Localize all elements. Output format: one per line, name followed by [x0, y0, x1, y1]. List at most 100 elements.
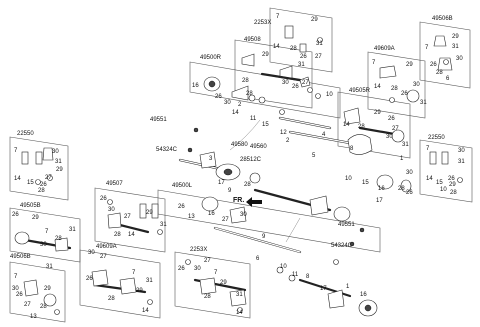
callout: 28 — [55, 236, 62, 242]
callout: 15 — [262, 122, 269, 128]
ring — [185, 259, 191, 265]
callout: 30 — [194, 266, 201, 272]
bolt-icon — [187, 147, 193, 153]
label-49551-top: 49551 — [150, 117, 167, 123]
ring — [54, 309, 60, 315]
callout: 1 — [400, 156, 404, 162]
ring — [315, 93, 321, 99]
callout: 26 — [300, 54, 307, 60]
label-49500r: 49500R — [200, 55, 222, 61]
callout: 28 — [242, 78, 249, 84]
boot-49505b — [54, 237, 69, 252]
outer-joint-49500l — [201, 196, 219, 212]
callout: 16 — [360, 292, 367, 298]
callout: 6 — [256, 256, 260, 262]
front-arrow-icon — [246, 197, 262, 207]
joint-49609a-top — [406, 89, 420, 103]
housing-right — [400, 179, 412, 193]
callout: 30 — [12, 286, 19, 292]
label-22550-right: 22550 — [428, 135, 445, 141]
joint-49505b — [14, 231, 30, 245]
callout: 27 — [45, 175, 52, 181]
callout: 13 — [188, 214, 195, 220]
callout: 10 — [326, 92, 333, 98]
callout: 29 — [406, 62, 413, 68]
bolt-icon — [349, 241, 355, 247]
ring — [276, 266, 284, 274]
callout: 30 — [240, 212, 247, 218]
callout: 7 — [276, 14, 280, 20]
kit-frame-49609a-bottom — [79, 249, 161, 319]
part-22550-right-b — [441, 151, 449, 165]
callout: 28 — [398, 186, 405, 192]
callout: 30 — [52, 149, 59, 155]
boot-2253x-top — [284, 25, 294, 39]
callout: 28 — [38, 188, 45, 194]
callout: 27 — [100, 254, 107, 260]
joint-49508-end — [299, 76, 311, 88]
callout: 27 — [124, 214, 131, 220]
callout: 27 — [204, 258, 211, 264]
callout: 30 — [88, 250, 95, 256]
callout: 29 — [32, 215, 39, 221]
callout: 28 — [391, 86, 398, 92]
callout: 15 — [362, 180, 369, 186]
callout: 30 — [386, 134, 393, 140]
ring — [279, 109, 285, 115]
boot-49609a-bottom-b — [119, 277, 137, 295]
callout: 8 — [306, 274, 310, 280]
boot-lower-center — [309, 195, 329, 216]
callout: 17 — [376, 198, 383, 204]
callout: 29 — [311, 17, 318, 23]
callout: 29 — [262, 52, 269, 58]
ring — [443, 59, 449, 65]
callout: 29 — [220, 280, 227, 286]
callout: 26 — [292, 84, 299, 90]
callout: 5 — [312, 153, 316, 159]
label-54324c-top: 54324C — [156, 147, 178, 153]
callout: 16 — [192, 83, 199, 89]
label-49507: 49507 — [106, 181, 123, 187]
callout: 7 — [14, 274, 18, 280]
rings — [35, 37, 463, 315]
callout: 11 — [292, 272, 299, 278]
clamp-2253x-top — [299, 43, 307, 53]
shaft-49507 — [118, 223, 150, 234]
callout: 31 — [46, 264, 53, 270]
callout: 7 — [425, 45, 429, 51]
callout: 7 — [426, 146, 430, 152]
label-22550-left: 22550 — [17, 131, 34, 137]
boot-bottom-right — [327, 289, 345, 309]
callout: 26 — [40, 182, 47, 188]
label-49560: 49560 — [250, 144, 267, 150]
callout: 7 — [214, 270, 218, 276]
callout: 14 — [273, 44, 280, 50]
callout: 29 — [146, 210, 153, 216]
callout: 26 — [215, 94, 222, 100]
callout: 10 — [345, 176, 352, 182]
part-22550-left-b — [35, 151, 43, 165]
joint-49506b-bottom — [43, 293, 57, 307]
ring — [107, 199, 113, 205]
callout: 31 — [452, 44, 459, 50]
joints — [14, 25, 453, 317]
callout: 29 — [452, 34, 459, 40]
ring — [457, 177, 463, 183]
kit-frame-2253x-bottom — [174, 251, 251, 319]
callout: 26 — [178, 204, 185, 210]
callout: 30 — [456, 56, 463, 62]
callout-numbers: 7 29 14 28 31 26 27 29 31 30 27 26 10 28… — [12, 14, 465, 320]
label-28512c: 28512C — [240, 157, 262, 163]
callout: 29 — [449, 182, 456, 188]
callout: 7 — [372, 60, 376, 66]
callout: 28 — [114, 232, 121, 238]
shafts — [23, 72, 402, 298]
callout: 17 — [320, 286, 327, 292]
callout: 28 — [358, 124, 365, 130]
callout: 31 — [69, 227, 76, 233]
ring — [333, 259, 339, 265]
ring — [288, 274, 296, 282]
joint-49505r — [391, 129, 405, 143]
boot-49609a-top — [379, 65, 397, 79]
